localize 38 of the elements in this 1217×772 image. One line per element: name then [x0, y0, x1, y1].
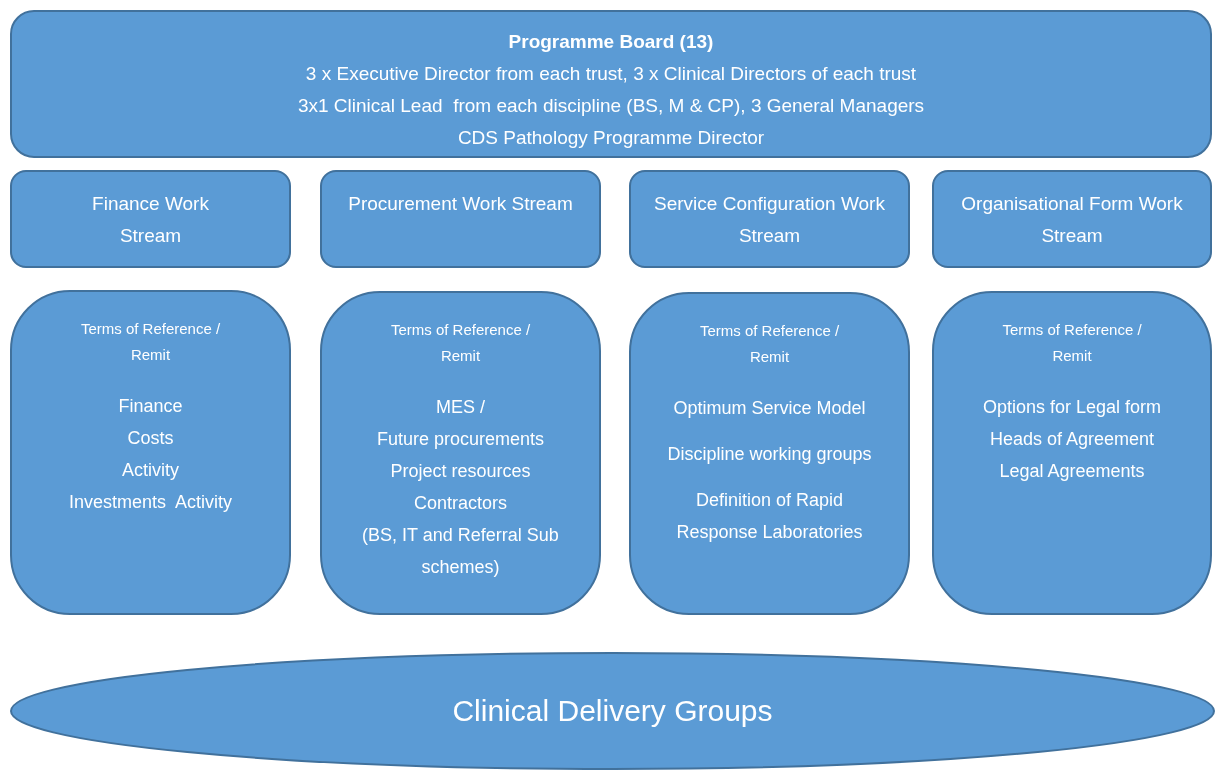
remit-box — [629, 292, 910, 615]
remit-item: MES / — [436, 396, 485, 419]
remit-item: Legal Agreements — [999, 460, 1145, 483]
remit-box — [10, 290, 291, 615]
board-box — [10, 10, 1212, 158]
board-member-line: 3x1 Clinical Lead from each discipline (BS, M & CP), 3 General Managers — [297, 94, 925, 118]
remit-heading: Terms of Reference / Remit — [80, 319, 221, 365]
remit-item: Optimum Service Model — [672, 397, 867, 420]
remit-box — [320, 291, 601, 615]
remit-heading: Terms of Reference / Remit — [1002, 320, 1142, 366]
remit-heading: Terms of Reference / Remit — [699, 321, 840, 367]
board-member-line: CDS Pathology Programme Director — [457, 126, 765, 150]
workstream-box — [10, 170, 291, 268]
board-member-line: 3 x Executive Director from each trust, 3 x Clinical Directors of each trust — [305, 62, 917, 86]
board-heading: Programme Board (13) — [508, 30, 714, 54]
remit-item: Heads of Agreement — [989, 428, 1155, 451]
remit-item: Project resources — [390, 460, 531, 483]
remit-item: Investments Activity — [68, 491, 233, 514]
workstream-title: Service Configuration Work Stream — [653, 192, 886, 248]
remit-heading: Terms of Reference / Remit — [390, 320, 531, 366]
workstream-box — [320, 170, 601, 268]
group-label: Clinical Delivery Groups — [452, 694, 773, 728]
workstream-title: Finance Work Stream — [91, 192, 210, 248]
workstream-title: Procurement Work Stream — [348, 192, 573, 216]
remit-item: Definition of Rapid Response Laboratories — [675, 489, 864, 544]
remit-item: Costs — [127, 427, 174, 450]
remit-item: Future procurements — [376, 428, 545, 451]
workstream-title: Organisational Form Work Stream — [960, 192, 1184, 248]
remit-item: Options for Legal form — [982, 396, 1162, 419]
workstream-box — [932, 170, 1212, 268]
workstream-box — [629, 170, 910, 268]
remit-item: Finance — [118, 395, 183, 418]
group-ellipse — [10, 652, 1215, 770]
remit-item: Activity — [122, 459, 179, 482]
remit-box — [932, 291, 1212, 615]
remit-item: Discipline working groups — [666, 443, 873, 466]
remit-item: (BS, IT and Referral Sub schemes) — [361, 524, 560, 579]
remit-item: Contractors — [413, 492, 507, 515]
